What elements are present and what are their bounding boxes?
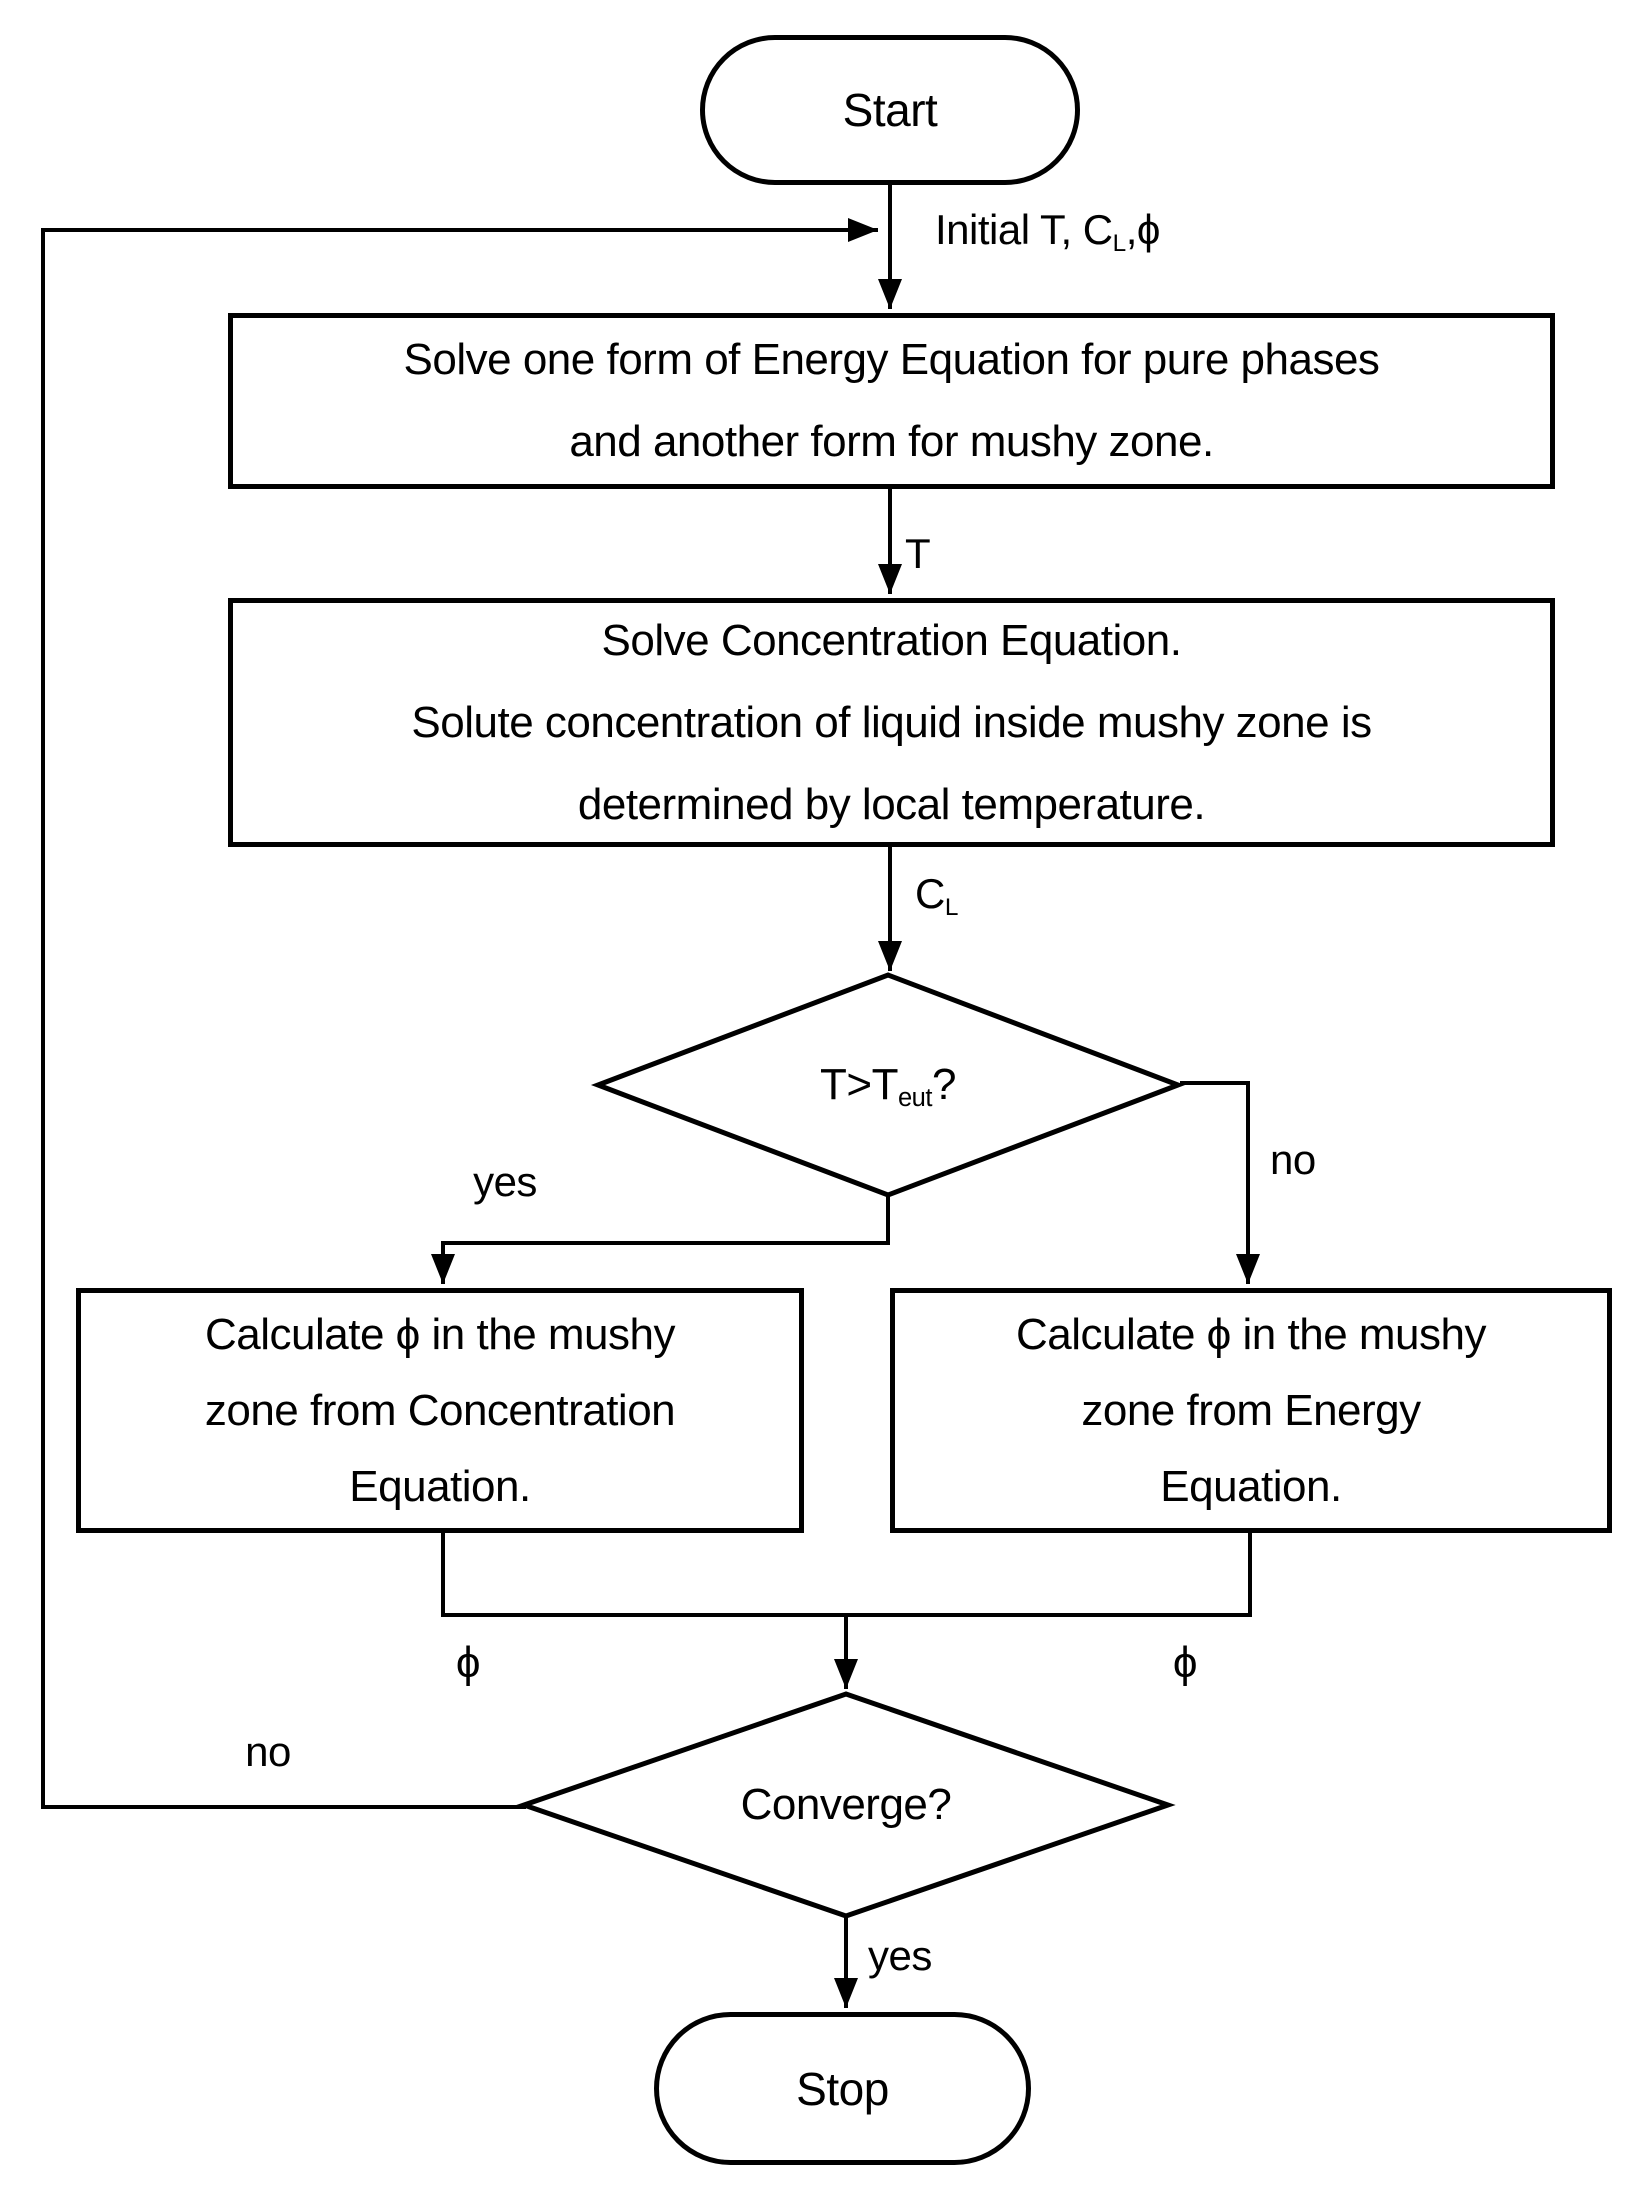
concentration-equation-line-1: Solve Concentration Equation.	[601, 615, 1182, 665]
phi-label-right: ϕ	[1172, 1638, 1198, 1687]
concentration-label-pre: C	[915, 870, 945, 917]
calc-concentration-line-2: zone from Concentration	[204, 1385, 676, 1435]
yes-label-converge: yes	[868, 1932, 932, 1979]
concentration-label-sub: L	[944, 893, 959, 921]
calc-concentration-box: Calculate ϕ in the mushy zone from Conce…	[76, 1288, 804, 1533]
arrow-teut-yes	[431, 1195, 890, 1284]
arrow-teut-no	[1180, 1081, 1260, 1284]
stop-node-label: Stop	[796, 2062, 889, 2115]
teut-label-sub: eut	[897, 1084, 932, 1113]
calc-concentration-line-1: Calculate ϕ in the mushy	[205, 1309, 675, 1359]
initial-values-label: Initial T, CL,ϕ	[935, 204, 1160, 256]
no-label-teut: no	[1270, 1136, 1316, 1183]
initial-label-sub: L	[1112, 229, 1127, 257]
stop-node: Stop	[654, 2012, 1031, 2165]
no-label-converge: no	[245, 1728, 291, 1775]
merge-connector	[441, 1533, 1252, 1617]
start-node-label: Start	[842, 84, 938, 136]
energy-equation-box: Solve one form of Energy Equation for pu…	[228, 313, 1555, 489]
phi-label-left: ϕ	[455, 1638, 481, 1687]
converge-label-text: Converge?	[740, 1780, 952, 1829]
initial-label-pre: Initial T, C	[935, 206, 1113, 253]
calc-energy-box: Calculate ϕ in the mushy zone from Energ…	[890, 1288, 1612, 1533]
temperature-label: T	[905, 530, 931, 577]
converge-decision-diamond	[516, 1691, 1176, 1919]
arrow-feedback-loop	[41, 218, 878, 1809]
teut-label-post: ?	[931, 1060, 956, 1109]
initial-label-post: ,ϕ	[1125, 206, 1161, 253]
energy-equation-line-2: and another form for mushy zone.	[569, 417, 1214, 466]
concentration-equation-line-2: Solute concentration of liquid inside mu…	[411, 697, 1372, 747]
calc-energy-line-3: Equation.	[1160, 1461, 1342, 1511]
calc-concentration-line-3: Equation.	[349, 1461, 531, 1511]
concentration-label: CL	[915, 868, 958, 920]
converge-decision-label: Converge?	[636, 1763, 1056, 1847]
concentration-equation-box: Solve Concentration Equation. Solute con…	[228, 598, 1555, 847]
calc-energy-line-2: zone from Energy	[1081, 1385, 1421, 1435]
start-node: Start	[700, 35, 1080, 185]
teut-decision-diamond	[590, 972, 1186, 1198]
calc-energy-line-1: Calculate ϕ in the mushy	[1016, 1309, 1486, 1359]
teut-decision-label: T>Teut?	[678, 1043, 1098, 1127]
yes-label-teut: yes	[473, 1158, 537, 1205]
teut-label-pre: T>T	[820, 1060, 898, 1109]
energy-equation-line-1: Solve one form of Energy Equation for pu…	[403, 335, 1380, 384]
concentration-equation-line-3: determined by local temperature.	[577, 779, 1206, 829]
